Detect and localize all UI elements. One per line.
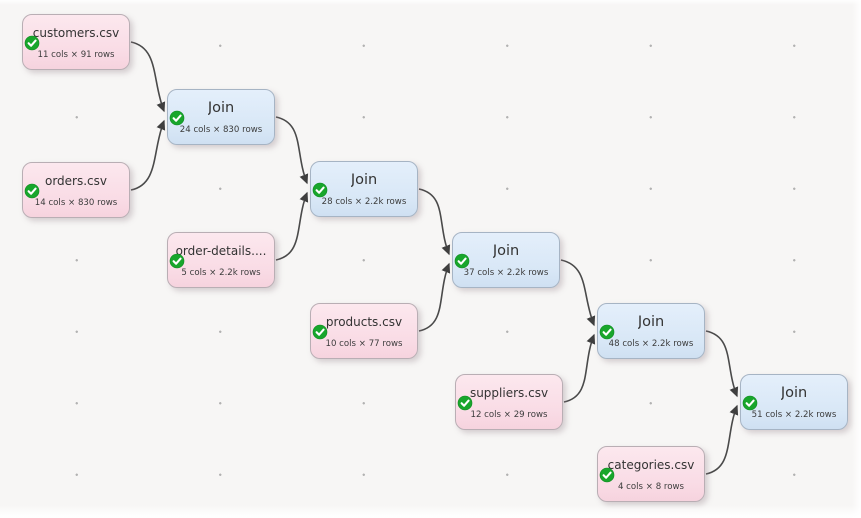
status-ok-icon [599,467,615,483]
node-stats: 24 cols × 830 rows [179,125,263,135]
edge-orders-to-join1 [130,119,166,191]
screenshot-edge-artifact-bottom [0,505,861,518]
node-suppliers[interactable]: suppliers.csv 12 cols × 29 rows [455,374,563,430]
node-products[interactable]: products.csv 10 cols × 77 rows [310,303,418,359]
node-title: Join [637,314,665,330]
node-join2[interactable]: Join 28 cols × 2.2k rows [310,161,418,217]
screenshot-edge-artifact-right [852,0,861,518]
node-title: order-details.... [175,244,267,258]
node-stats: 14 cols × 830 rows [34,198,118,208]
node-title: Join [207,100,235,116]
node-join3[interactable]: Join 37 cols × 2.2k rows [452,232,560,288]
edge-order-details-to-join2 [275,191,309,261]
node-stats: 48 cols × 2.2k rows [608,339,694,349]
node-title: categories.csv [607,458,695,472]
status-ok-icon [169,253,185,269]
node-order-details[interactable]: order-details.... 5 cols × 2.2k rows [167,232,275,288]
node-title: Join [492,243,520,259]
node-join4[interactable]: Join 48 cols × 2.2k rows [597,303,705,359]
node-stats: 51 cols × 2.2k rows [751,410,837,420]
node-stats: 5 cols × 2.2k rows [181,268,261,278]
status-ok-icon [312,324,328,340]
node-title: suppliers.csv [469,386,549,400]
edge-categories-to-join5 [705,404,739,475]
status-ok-icon [169,110,185,126]
node-title: customers.csv [32,26,120,40]
node-join1[interactable]: Join 24 cols × 830 rows [167,89,275,145]
edge-suppliers-to-join4 [563,333,596,403]
status-ok-icon [312,182,328,198]
edge-join2-to-join3 [418,188,451,256]
node-customers[interactable]: customers.csv 11 cols × 91 rows [22,14,130,70]
status-ok-icon [454,253,470,269]
edge-customers-to-join1 [130,41,166,113]
node-categories[interactable]: categories.csv 4 cols × 8 rows [597,446,705,502]
status-ok-icon [599,324,615,340]
status-ok-icon [742,395,758,411]
status-ok-icon [457,395,473,411]
screenshot-edge-artifact-top [0,0,861,5]
node-title: products.csv [325,315,403,329]
node-stats: 10 cols × 77 rows [325,339,403,349]
status-ok-icon [24,35,40,51]
edge-join4-to-join5 [705,330,739,398]
node-stats: 12 cols × 29 rows [470,410,548,420]
node-title: Join [780,385,808,401]
edge-join1-to-join2 [275,116,309,185]
node-stats: 28 cols × 2.2k rows [321,197,407,207]
node-join5[interactable]: Join 51 cols × 2.2k rows [740,374,848,430]
node-stats: 37 cols × 2.2k rows [463,268,549,278]
status-ok-icon [24,183,40,199]
node-title: orders.csv [44,174,107,188]
edge-products-to-join3 [418,262,451,332]
node-orders[interactable]: orders.csv 14 cols × 830 rows [22,162,130,218]
edge-join3-to-join4 [560,259,596,327]
node-stats: 4 cols × 8 rows [617,482,685,492]
node-title: Join [350,172,378,188]
node-stats: 11 cols × 91 rows [37,50,115,60]
